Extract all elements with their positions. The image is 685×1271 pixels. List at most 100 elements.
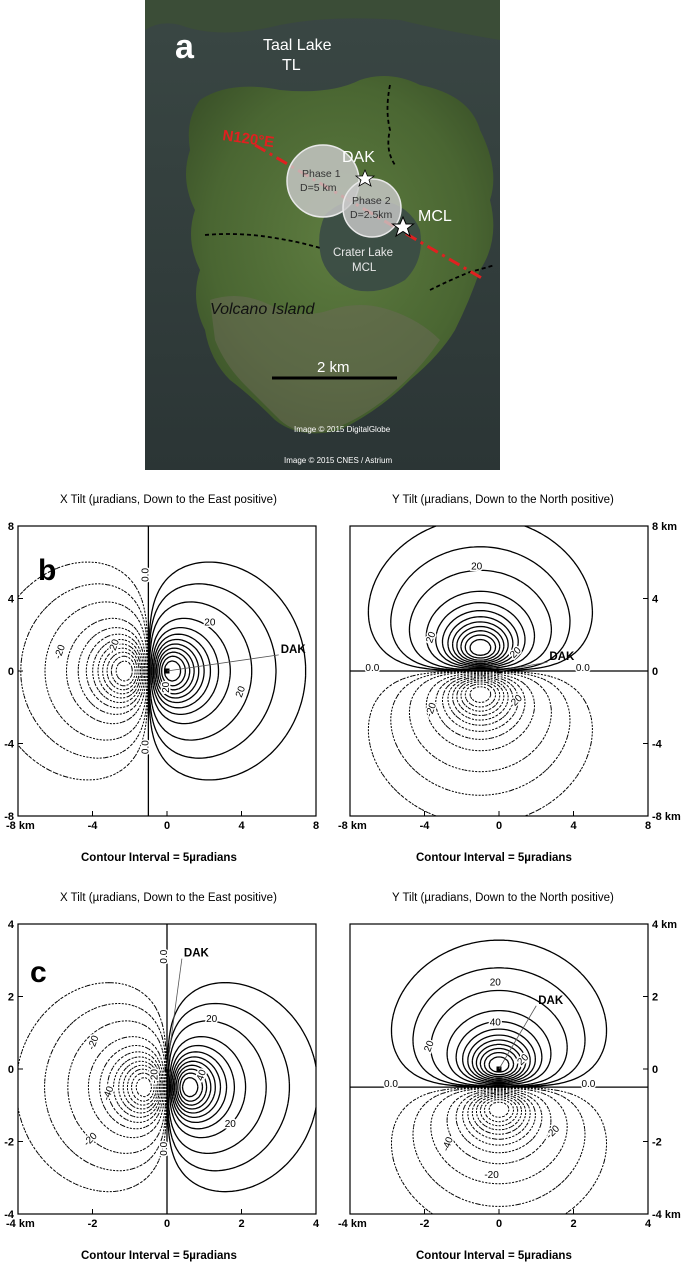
image-credit-2: Image © 2015 CNES / Astrium <box>284 456 392 465</box>
negative-contour <box>425 672 535 752</box>
dak-leader-line <box>166 654 279 672</box>
positive-contour <box>479 1047 519 1078</box>
positive-contour <box>435 601 526 669</box>
contour-group <box>17 561 307 781</box>
positive-contour <box>425 590 536 670</box>
negative-contour <box>122 1064 159 1110</box>
y-tick-label: 8 km <box>652 521 677 533</box>
negative-contour <box>67 1020 167 1154</box>
negative-contour <box>92 639 143 703</box>
negative-contour <box>77 627 146 715</box>
positive-contour <box>163 660 182 682</box>
negative-contour <box>115 660 133 682</box>
positive-contour <box>455 1020 543 1085</box>
positive-contour <box>172 1056 222 1119</box>
y-tick-label: 0 <box>652 666 658 678</box>
negative-contour <box>99 1045 164 1130</box>
contour-label: -20 <box>507 693 525 711</box>
x-tick-label: 0 <box>164 1218 170 1230</box>
positive-contour <box>150 617 231 725</box>
contour-label: 20 <box>423 1039 437 1054</box>
x-tick-label: -8 km <box>6 820 35 832</box>
positive-contour <box>151 626 220 716</box>
positive-contour <box>175 1064 212 1110</box>
negative-contour <box>469 686 492 703</box>
positive-contour <box>171 1051 228 1124</box>
positive-contour <box>166 1002 291 1172</box>
negative-contour <box>113 1056 162 1118</box>
dak-leader-line <box>498 1005 537 1070</box>
negative-contour <box>17 982 168 1193</box>
y-tick-label: 4 <box>8 919 15 931</box>
positive-contour <box>469 638 492 656</box>
positive-contour <box>451 621 509 665</box>
positive-contour <box>390 546 571 672</box>
x-tick-label: 2 <box>570 1218 576 1230</box>
negative-contour <box>87 1036 166 1139</box>
negative-contour <box>456 679 505 716</box>
y-tick-label: 4 km <box>652 919 677 931</box>
dak-label: DAK <box>184 948 210 960</box>
panel-label-b: b <box>38 554 57 587</box>
negative-contour <box>488 1101 510 1118</box>
contour-interval-b-y: Contour Interval = 5µradians <box>416 852 572 864</box>
negative-contour <box>118 1060 160 1114</box>
y-tick-label: 0 <box>8 666 14 678</box>
contour-interval-c-x: Contour Interval = 5µradians <box>81 1250 237 1262</box>
positive-contour <box>154 638 205 704</box>
positive-contour <box>177 1068 208 1106</box>
negative-contour <box>462 1091 536 1146</box>
x-tick-label: 8 <box>645 820 651 832</box>
dak-leader-line <box>498 661 548 672</box>
negative-contour <box>44 601 148 741</box>
negative-contour <box>97 643 141 699</box>
phase2-label: Phase 2 <box>352 195 391 207</box>
x-tick-label: 0 <box>496 820 502 832</box>
phase1-label: Phase 1 <box>302 168 341 180</box>
negative-contour <box>390 671 571 796</box>
station-mcl-label: MCL <box>418 208 452 225</box>
negative-contour <box>455 1090 543 1154</box>
positive-contour <box>157 647 195 695</box>
x-tick-label: 4 <box>238 820 245 832</box>
positive-contour <box>179 1072 204 1102</box>
dak-label: DAK <box>538 995 564 1007</box>
negative-contour <box>476 1095 522 1131</box>
contour-group <box>390 939 608 1215</box>
crater-lake-code: MCL <box>352 262 377 274</box>
contour-label: 40 <box>195 1068 209 1083</box>
x-tick-label: 2 <box>238 1218 244 1230</box>
y-tick-label: 4 <box>652 594 659 606</box>
positive-contour <box>446 1009 552 1086</box>
negative-contour <box>412 1087 586 1207</box>
negative-contour <box>430 1087 568 1185</box>
positive-contour <box>462 1028 536 1084</box>
x-tick-label: 4 <box>313 1218 320 1230</box>
contour-label: 20 <box>234 684 248 699</box>
negative-contour <box>126 1068 157 1106</box>
y-tick-label: 2 <box>652 992 658 1004</box>
negative-contour <box>106 1051 163 1123</box>
phase1-circle <box>286 144 360 218</box>
positive-contour <box>148 601 253 741</box>
x-tick-label: -2 <box>420 1218 430 1230</box>
contour-label: 0.0 <box>140 568 151 582</box>
x-tick-label: -2 <box>88 1218 98 1230</box>
negative-contour <box>442 675 519 732</box>
negative-contour <box>66 617 147 725</box>
negative-contour <box>20 583 149 759</box>
positive-contour <box>148 561 307 781</box>
negative-contour <box>131 1072 155 1102</box>
positive-contour <box>173 1060 216 1114</box>
negative-contour <box>460 681 501 712</box>
plot-title-c-y: Y Tilt (µradians, Down to the North posi… <box>392 892 614 904</box>
contour-interval-b-x: Contour Interval = 5µradians <box>81 852 237 864</box>
y-tick-label: -4 <box>4 739 15 751</box>
contour-label: 40 <box>490 1018 502 1029</box>
contour-group <box>17 981 317 1193</box>
contour-label: 20 <box>204 618 216 629</box>
plot-title-c-x: X Tilt (µradians, Down to the East posit… <box>60 892 277 904</box>
phase2-depth: D=2.5km <box>350 209 393 221</box>
